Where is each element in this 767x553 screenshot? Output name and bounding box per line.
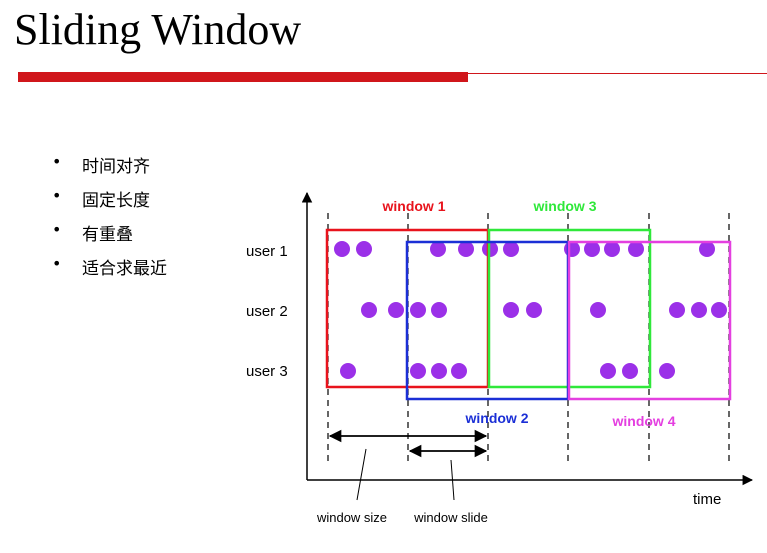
event-dot [669, 302, 685, 318]
event-dot [604, 241, 620, 257]
event-dot [388, 302, 404, 318]
event-dot [590, 302, 606, 318]
event-dots [334, 241, 727, 379]
window-slide-leader [450, 459, 455, 501]
page-title: Sliding Window [14, 5, 302, 54]
event-dot [711, 302, 727, 318]
event-dot [361, 302, 377, 318]
event-dot [564, 241, 580, 257]
window-1-label: window 1 [382, 198, 446, 214]
event-dot [431, 302, 447, 318]
event-dot [503, 302, 519, 318]
event-dot [622, 363, 638, 379]
window-slide-label: window slide [413, 510, 488, 525]
event-dot [340, 363, 356, 379]
event-dot [356, 241, 372, 257]
event-dot [600, 363, 616, 379]
bullet-item: 固定长度 [52, 186, 167, 220]
event-dot [691, 302, 707, 318]
window-size-label: window size [316, 510, 387, 525]
event-dot [526, 302, 542, 318]
event-dot [410, 302, 426, 318]
user-label: user 3 [246, 363, 288, 380]
event-dot [628, 241, 644, 257]
event-dot [430, 241, 446, 257]
user-label: user 2 [246, 303, 288, 320]
window-4-frame [567, 240, 732, 401]
event-dot [334, 241, 350, 257]
bullet-item: 时间对齐 [52, 152, 167, 186]
window-4-label: window 4 [612, 413, 676, 429]
event-dot [410, 363, 426, 379]
event-dot [458, 241, 474, 257]
window-3-label: window 3 [533, 198, 597, 214]
bullet-item: 适合求最近 [52, 254, 167, 288]
time-axis-label: time [693, 491, 721, 508]
event-dot [451, 363, 467, 379]
event-dot [503, 241, 519, 257]
event-dot [659, 363, 675, 379]
event-dot [699, 241, 715, 257]
title-rule-thin [468, 73, 767, 74]
event-dot [431, 363, 447, 379]
event-dot [584, 241, 600, 257]
user-label: user 1 [246, 243, 288, 260]
bullet-item: 有重叠 [52, 220, 167, 254]
window-2-label: window 2 [465, 410, 529, 426]
bullet-list: 时间对齐 固定长度 有重叠 适合求最近 [52, 152, 167, 288]
title-rule [18, 72, 468, 82]
window-size-leader [356, 448, 367, 501]
